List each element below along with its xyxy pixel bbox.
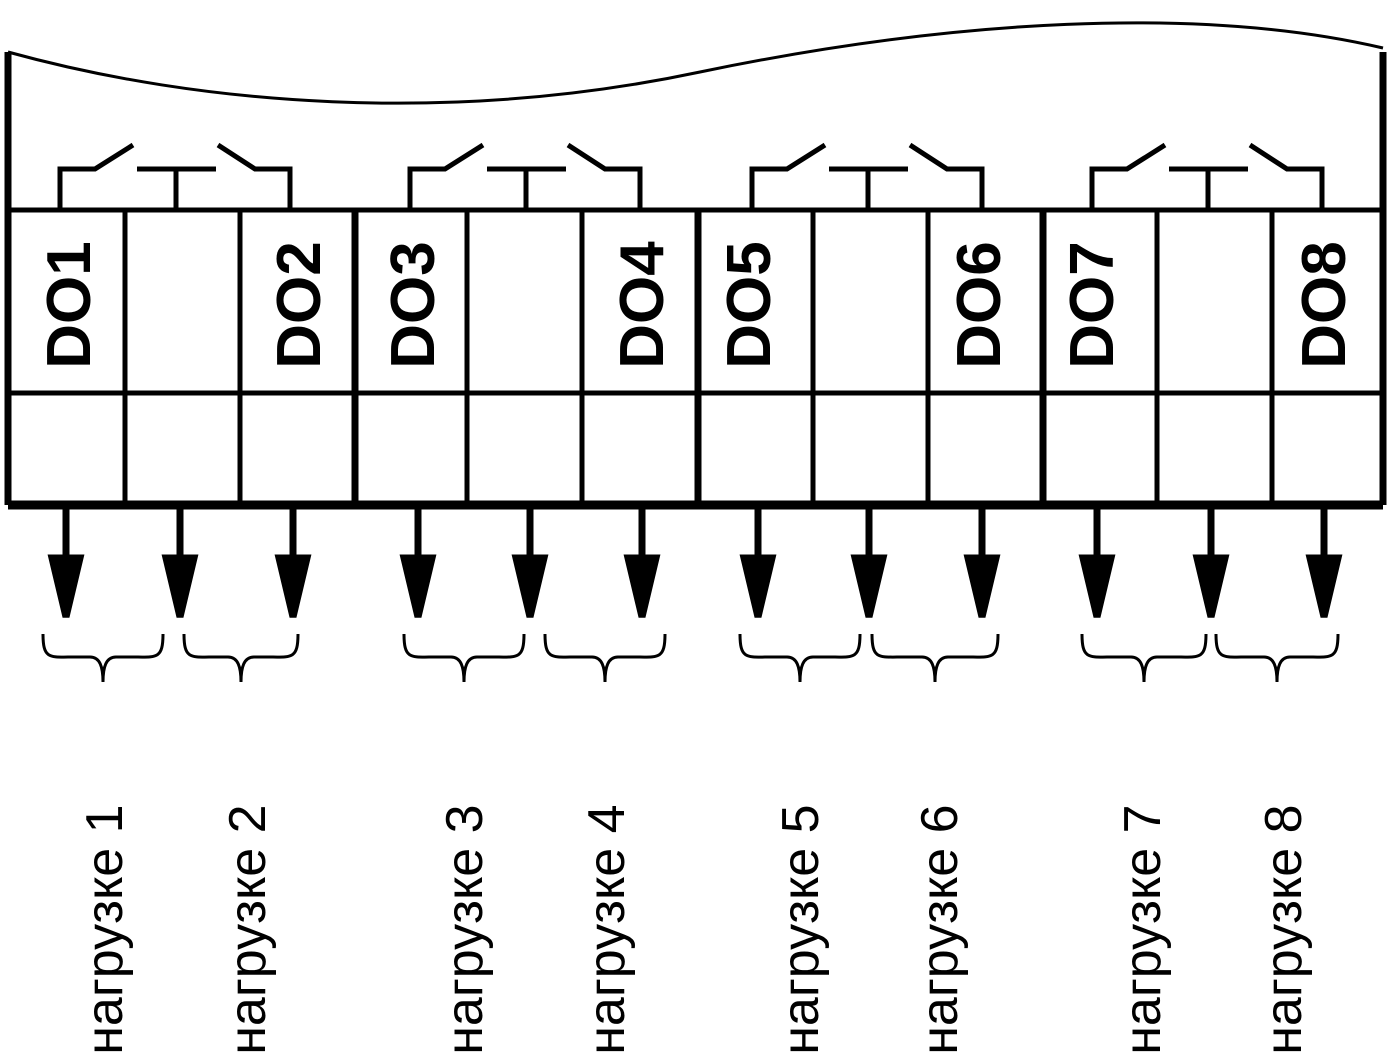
enclosure-wavy-edge	[7, 21, 1384, 105]
load-label-2: к нагрузке 2	[219, 804, 277, 1062]
relay-contact-group-4	[1089, 142, 1325, 210]
brace-load-6	[870, 633, 1000, 683]
load-label-3: к нагрузке 3	[436, 804, 494, 1062]
brace-load-2	[182, 633, 300, 683]
arrow-10	[1078, 554, 1116, 618]
brace-load-5	[738, 633, 862, 683]
brace-load-3	[402, 633, 526, 683]
terminal-label-do4: DO4	[608, 241, 677, 369]
brace-load-1	[41, 633, 165, 683]
arrow-12	[1305, 554, 1343, 618]
terminal-label-do7: DO7	[1058, 241, 1127, 368]
terminal-label-do5: DO5	[715, 241, 784, 368]
arrow-11	[1192, 554, 1230, 618]
arrow-8	[850, 554, 888, 618]
arrow-4	[399, 554, 437, 618]
arrow-1	[47, 554, 85, 618]
load-labels: к нагрузке 1 к нагрузке 2 к нагрузке 3 к…	[76, 804, 1313, 1062]
load-label-6: к нагрузке 6	[911, 804, 969, 1062]
brace-load-8	[1214, 633, 1340, 683]
output-arrows	[47, 507, 1343, 618]
arrow-3	[274, 554, 312, 618]
relay-contact-group-1	[57, 142, 293, 210]
load-label-5: к нагрузке 5	[772, 804, 830, 1062]
brace-load-4	[543, 633, 667, 683]
relay-contact-group-2	[407, 142, 643, 210]
terminal-labels: DO1 DO2 DO3 DO4 DO5 DO6 DO7 DO8	[35, 241, 1359, 369]
arrow-6	[623, 554, 661, 618]
arrow-5	[511, 554, 549, 618]
terminal-label-do6: DO6	[945, 241, 1014, 368]
load-label-8: к нагрузке 8	[1255, 804, 1313, 1062]
load-label-1: к нагрузке 1	[76, 804, 134, 1062]
arrow-7	[739, 554, 777, 618]
arrow-2	[161, 554, 199, 618]
load-label-4: к нагрузке 4	[578, 804, 636, 1062]
terminal-column-separators	[122, 210, 1275, 505]
terminal-label-do1: DO1	[35, 241, 104, 368]
terminal-label-do3: DO3	[379, 241, 448, 368]
arrow-9	[963, 554, 1001, 618]
load-label-7: к нагрузке 7	[1114, 804, 1172, 1062]
relay-contact-group-3	[749, 142, 985, 210]
terminal-label-do8: DO8	[1290, 241, 1359, 368]
brace-load-7	[1080, 633, 1208, 683]
terminal-label-do2: DO2	[265, 241, 334, 368]
load-braces	[41, 633, 1340, 683]
